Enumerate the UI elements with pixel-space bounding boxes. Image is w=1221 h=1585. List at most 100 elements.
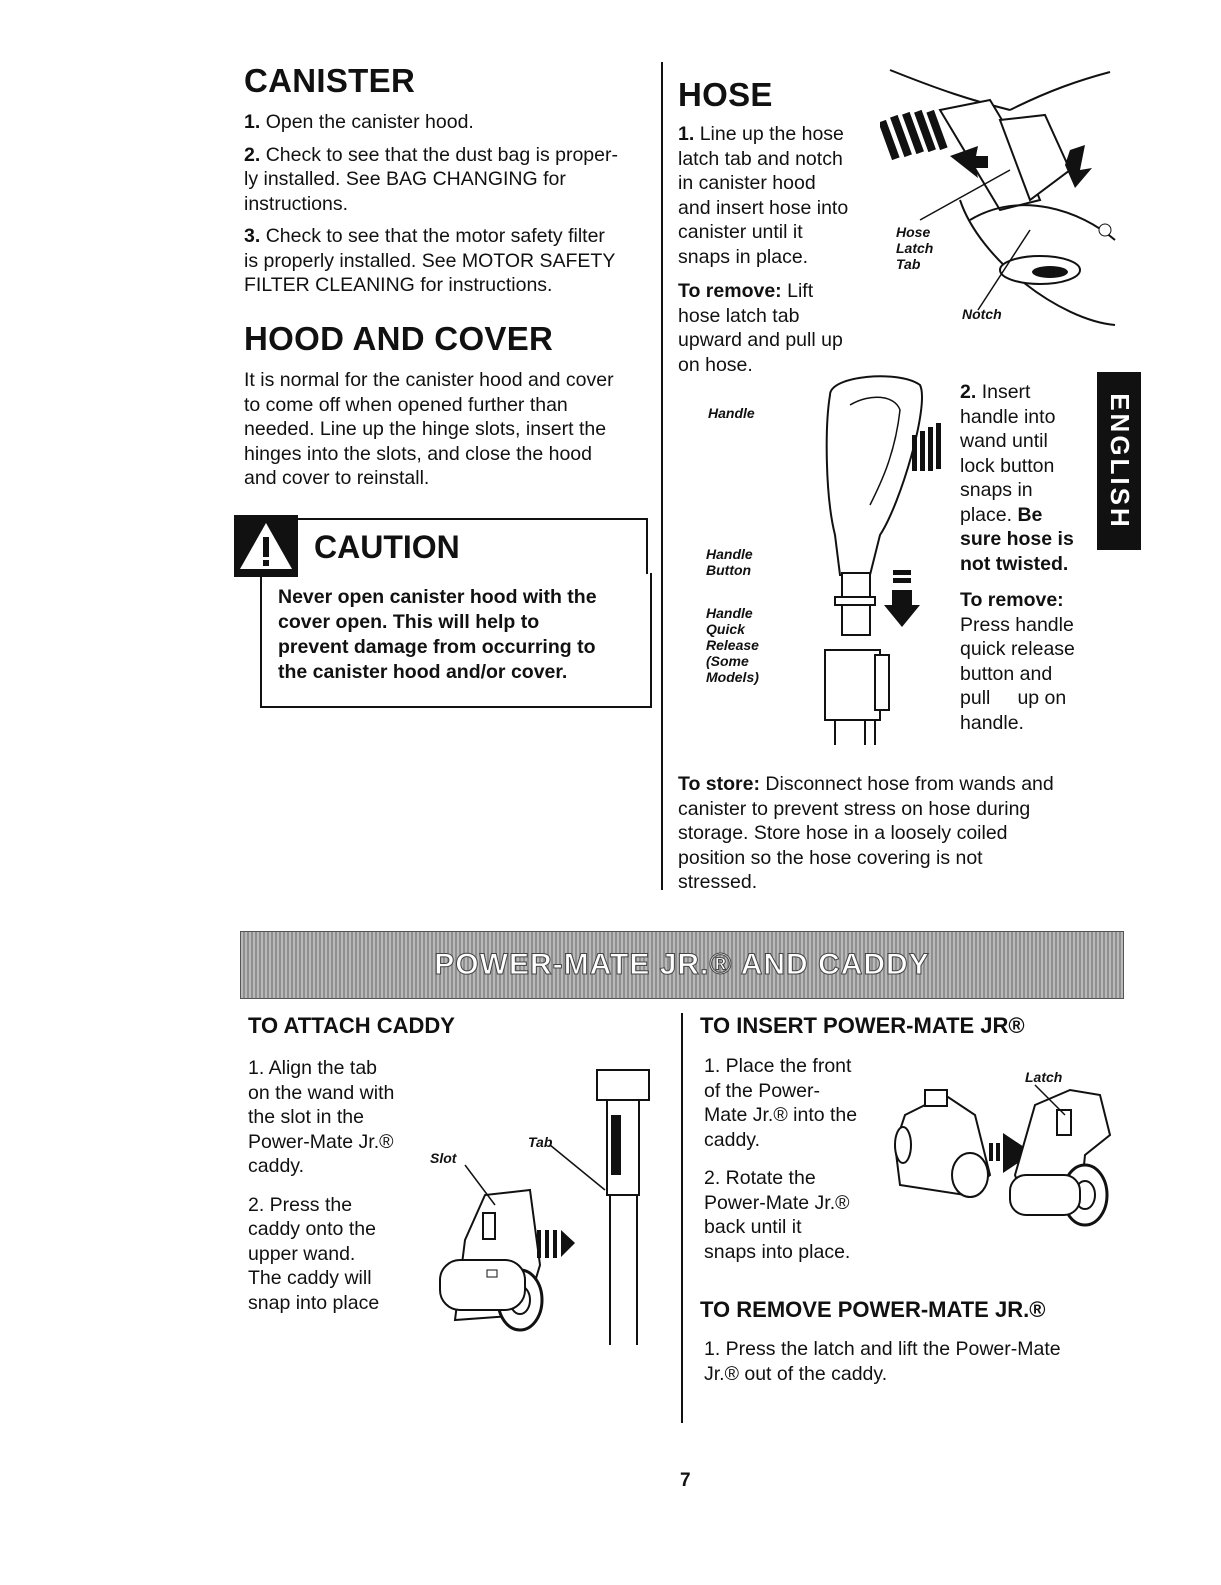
label-line: Latch (896, 240, 934, 256)
step-text: Line up the hose (699, 123, 844, 145)
step-text: Press handle (960, 613, 1074, 636)
body-line: position so the hose covering is not (678, 846, 983, 869)
step-text: 2. Press the (248, 1193, 353, 1216)
step-text: Lift (787, 280, 814, 302)
step-text: FILTER CLEANING for instructions. (244, 274, 553, 296)
step-text: of the Power- (704, 1079, 820, 1102)
step-text: lock button (960, 454, 1055, 477)
hose-step1: 1. Line up the hose latch tab and notch … (678, 122, 878, 377)
hose-latch-tab-label: Hose Latch Tab (896, 224, 933, 272)
caution-line: the canister hood and/or cover. (278, 661, 568, 683)
step-text: button and (960, 662, 1053, 685)
step-text: snaps into place. (704, 1240, 851, 1263)
step-text: upward and pull up (678, 329, 843, 351)
step-text: caddy. (248, 1155, 305, 1177)
step-text: quick release (960, 638, 1075, 660)
step-text: on hose. (678, 353, 753, 376)
step-text: Power-Mate Jr.® (248, 1130, 394, 1153)
caution-text: Never open canister hood with the cover … (278, 585, 597, 685)
emphasis-text: Be (1017, 503, 1043, 526)
step-text: instructions. (244, 192, 349, 215)
caution-line: prevent damage from occurring to (278, 636, 596, 658)
step-text: hose latch tab (678, 304, 800, 327)
page-number: 7 (680, 1470, 691, 1491)
step-text: caddy onto the (248, 1218, 376, 1240)
step-text: canister until it (678, 221, 803, 243)
step-text: The caddy will (248, 1267, 372, 1289)
caddy-wand-illustration (439, 1069, 650, 1345)
step-number: 3. (244, 225, 261, 247)
body-line: and cover to reinstall. (244, 467, 430, 489)
body-line: to come off when opened further than (244, 393, 568, 416)
step-text: Check to see that the dust bag is proper… (265, 143, 618, 166)
step-text: Jr.® out of the caddy. (704, 1362, 888, 1385)
side-tab-label: ENGLISH (1104, 392, 1135, 530)
body-line: It is normal for the canister hood and c… (244, 369, 614, 391)
body-line: storage. Store hose in a loosely coiled (678, 822, 1008, 844)
hood-cover-heading: HOOD AND COVER (244, 320, 554, 357)
body-line: hinges into the slots, and close the hoo… (244, 442, 592, 465)
remove-label: To remove: (960, 589, 1064, 611)
step-text: Mate Jr.® into the (704, 1104, 858, 1126)
step-text: wand until (960, 430, 1048, 452)
body-line: stressed. (678, 871, 758, 893)
caution-frame (260, 573, 652, 708)
step-text: handle into (960, 405, 1056, 428)
canister-steps: 1. Open the canister hood. 2. Check to s… (244, 110, 654, 298)
step-text: caddy. (704, 1128, 761, 1151)
remove-powermate-heading: TO REMOVE POWER-MATE JR.® (700, 1297, 1046, 1322)
warning-triangle-icon (234, 515, 298, 577)
caution-side-rule (646, 518, 648, 574)
body-line: needed. Line up the hinge slots, insert … (244, 418, 607, 440)
handle-quick-release-label: Handle Quick Release (Some Models) (706, 605, 759, 685)
step-text: 1. Align the tab (248, 1057, 378, 1079)
step-text: pull up on (960, 687, 1067, 709)
remove-label: To remove: (678, 280, 782, 302)
step-text: upper wand. (248, 1242, 356, 1265)
body-line: canister to prevent stress on hose durin… (678, 797, 1031, 820)
step-text: 1. Press the latch and lift the Power-Ma… (704, 1338, 1061, 1360)
section-banner: POWER-MATE JR.® AND CADDY (240, 931, 1124, 999)
insert-steps: 1. Place the front of the Power- Mate Jr… (704, 1054, 894, 1264)
step-text: 2. Rotate the (704, 1167, 816, 1189)
label-line: Release (706, 637, 759, 653)
handle-button-label: Handle Button (706, 546, 753, 578)
label-line: Handle (706, 546, 753, 562)
tab-label: Tab (528, 1134, 553, 1150)
step-text: ly installed. See BAG CHANGING for (244, 168, 566, 190)
label-line: Models) (706, 669, 759, 685)
label-line: Tab (896, 256, 921, 272)
label-line: Handle (706, 605, 753, 621)
label-line: Hose (896, 224, 931, 240)
hose-heading: HOSE (678, 76, 773, 113)
step-text: snaps in place. (678, 245, 809, 268)
canister-heading: CANISTER (244, 62, 416, 99)
step-text: back until it (704, 1216, 802, 1238)
caution-title: CAUTION (314, 529, 460, 565)
step-text: latch tab and notch (678, 147, 843, 170)
notch-label: Notch (962, 306, 1002, 322)
latch-label: Latch (1025, 1069, 1063, 1085)
step-text: 1. Place the front (704, 1055, 852, 1077)
caution-box: CAUTION Never open canister hood with th… (234, 515, 652, 708)
step-number: 1. (678, 123, 695, 145)
step-text: place. (960, 503, 1013, 526)
bottom-column-divider (681, 1013, 683, 1423)
step-text: handle. (960, 711, 1024, 734)
attach-steps: 1. Align the tab on the wand with the sl… (248, 1056, 428, 1315)
banner-title: POWER-MATE JR.® AND CADDY (434, 948, 930, 982)
step-text: Open the canister hood. (265, 111, 474, 133)
hose-store-text: To store: Disconnect hose from wands and… (678, 772, 1108, 895)
step-text: is properly installed. See MOTOR SAFETY (244, 249, 616, 272)
step-text: snaps in (960, 479, 1033, 501)
step-number: 2. (244, 143, 261, 166)
label-line: Button (706, 562, 752, 578)
remove-steps: 1. Press the latch and lift the Power-Ma… (704, 1337, 1124, 1386)
caution-line: Never open canister hood with the (278, 586, 597, 608)
powermate-caddy-illustration (893, 1084, 1112, 1227)
hose-step2: 2. Insert handle into wand until lock bu… (960, 380, 1100, 735)
column-divider (661, 62, 663, 890)
label-line: (Some (706, 653, 749, 669)
insert-powermate-heading: TO INSERT POWER-MATE JR® (700, 1013, 1025, 1038)
step-text: and insert hose into (678, 196, 849, 219)
